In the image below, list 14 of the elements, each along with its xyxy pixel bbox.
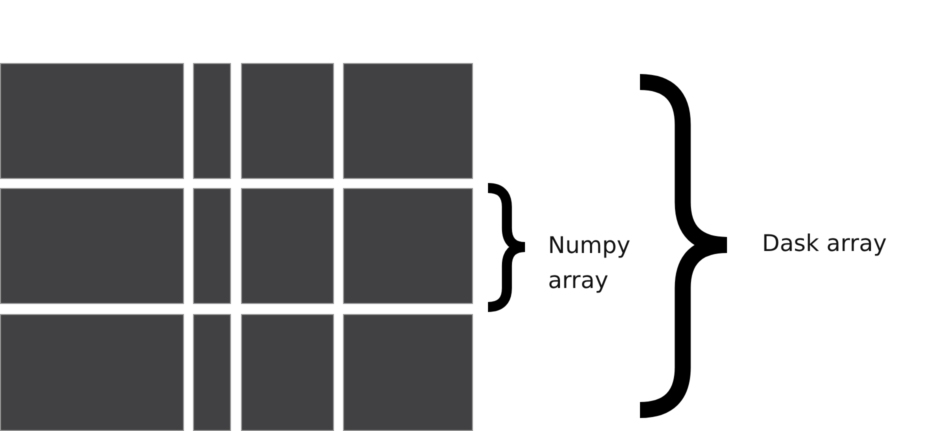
array-chunk bbox=[343, 188, 473, 304]
array-chunk bbox=[343, 314, 473, 431]
array-chunk bbox=[343, 63, 473, 179]
array-chunk bbox=[241, 63, 334, 179]
array-chunk bbox=[0, 314, 184, 431]
array-chunk bbox=[193, 314, 231, 431]
brace-label: Dask array bbox=[762, 230, 888, 259]
array-chunk bbox=[193, 63, 231, 179]
array-chunk bbox=[0, 63, 184, 179]
array-chunk bbox=[193, 188, 231, 304]
array-chunk bbox=[0, 188, 184, 304]
brace-label: Numpy array bbox=[548, 232, 632, 296]
array-chunk bbox=[241, 314, 334, 431]
array-chunk bbox=[241, 188, 334, 304]
